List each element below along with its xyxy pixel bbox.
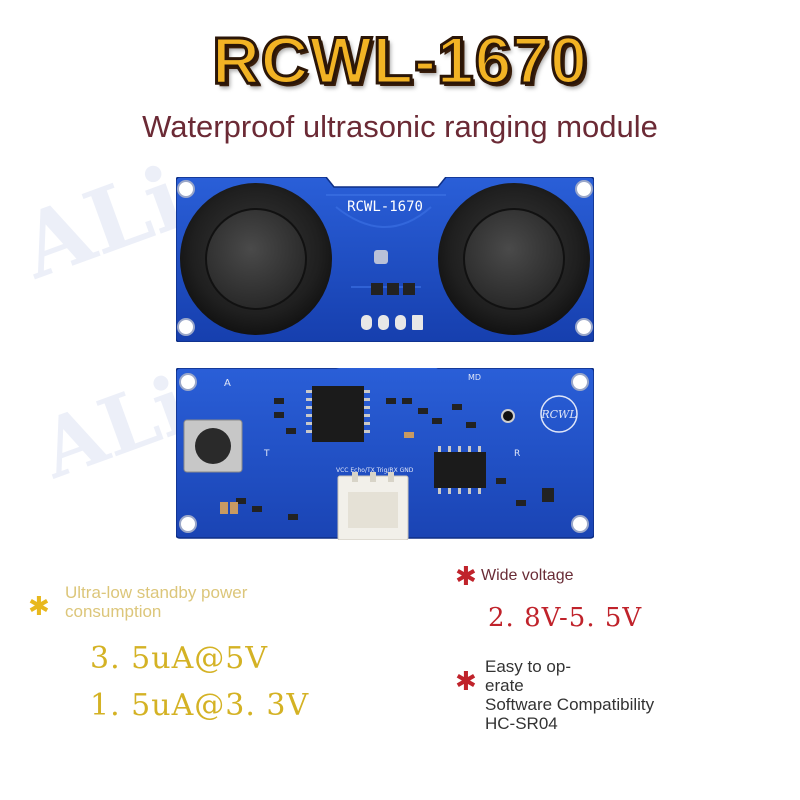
ic-chip-1 <box>312 386 364 442</box>
transducer-left <box>180 183 332 335</box>
asterisk-icon-red: ✱ <box>455 562 477 592</box>
asterisk-icon-red-2: ✱ <box>455 667 477 697</box>
jst-connector <box>337 472 409 540</box>
transducer-right <box>438 183 590 335</box>
voltage-value: 2. 8V-5. 5V <box>488 603 643 633</box>
pcb-back-image: A MD T R RCWL VCC Echo/TX Trig/RX GND <box>176 368 594 540</box>
standby-power-label: Ultra-low standby power consumption <box>65 583 248 621</box>
pcb-label-t: T <box>263 449 270 459</box>
standby-value-5v: 3. 5uA@5V <box>90 641 268 676</box>
product-subtitle: Waterproof ultrasonic ranging module <box>142 109 658 144</box>
rcwl-logo: RCWL <box>540 395 578 433</box>
watermark-text-top: ALi <box>7 145 197 299</box>
pin-header <box>361 283 423 330</box>
product-title: RCWL-1670 <box>211 22 589 99</box>
asterisk-icon-yellow: ✱ <box>28 592 50 622</box>
svg-text:RCWL: RCWL <box>540 408 576 421</box>
watermark-text-bottom: ALi <box>28 357 201 497</box>
pcb-label-md: MD <box>468 373 481 382</box>
pcb-front-image: RCWL-1670 <box>176 177 594 342</box>
ic-chip-2 <box>434 452 486 488</box>
pcb-silkscreen-label: RCWL-1670 <box>347 199 423 215</box>
pcb-label-a: A <box>224 378 231 389</box>
voltage-label: Wide voltage <box>481 567 574 584</box>
standby-value-3v3: 1. 5uA@3. 3V <box>90 688 310 723</box>
easy-operate-text: Easy to op- erate Software Compatibility… <box>485 657 655 733</box>
pcb-push-button <box>183 419 243 473</box>
pin-labels: VCC Echo/TX Trig/RX GND <box>336 467 414 474</box>
pcb-label-r: R <box>514 449 520 459</box>
